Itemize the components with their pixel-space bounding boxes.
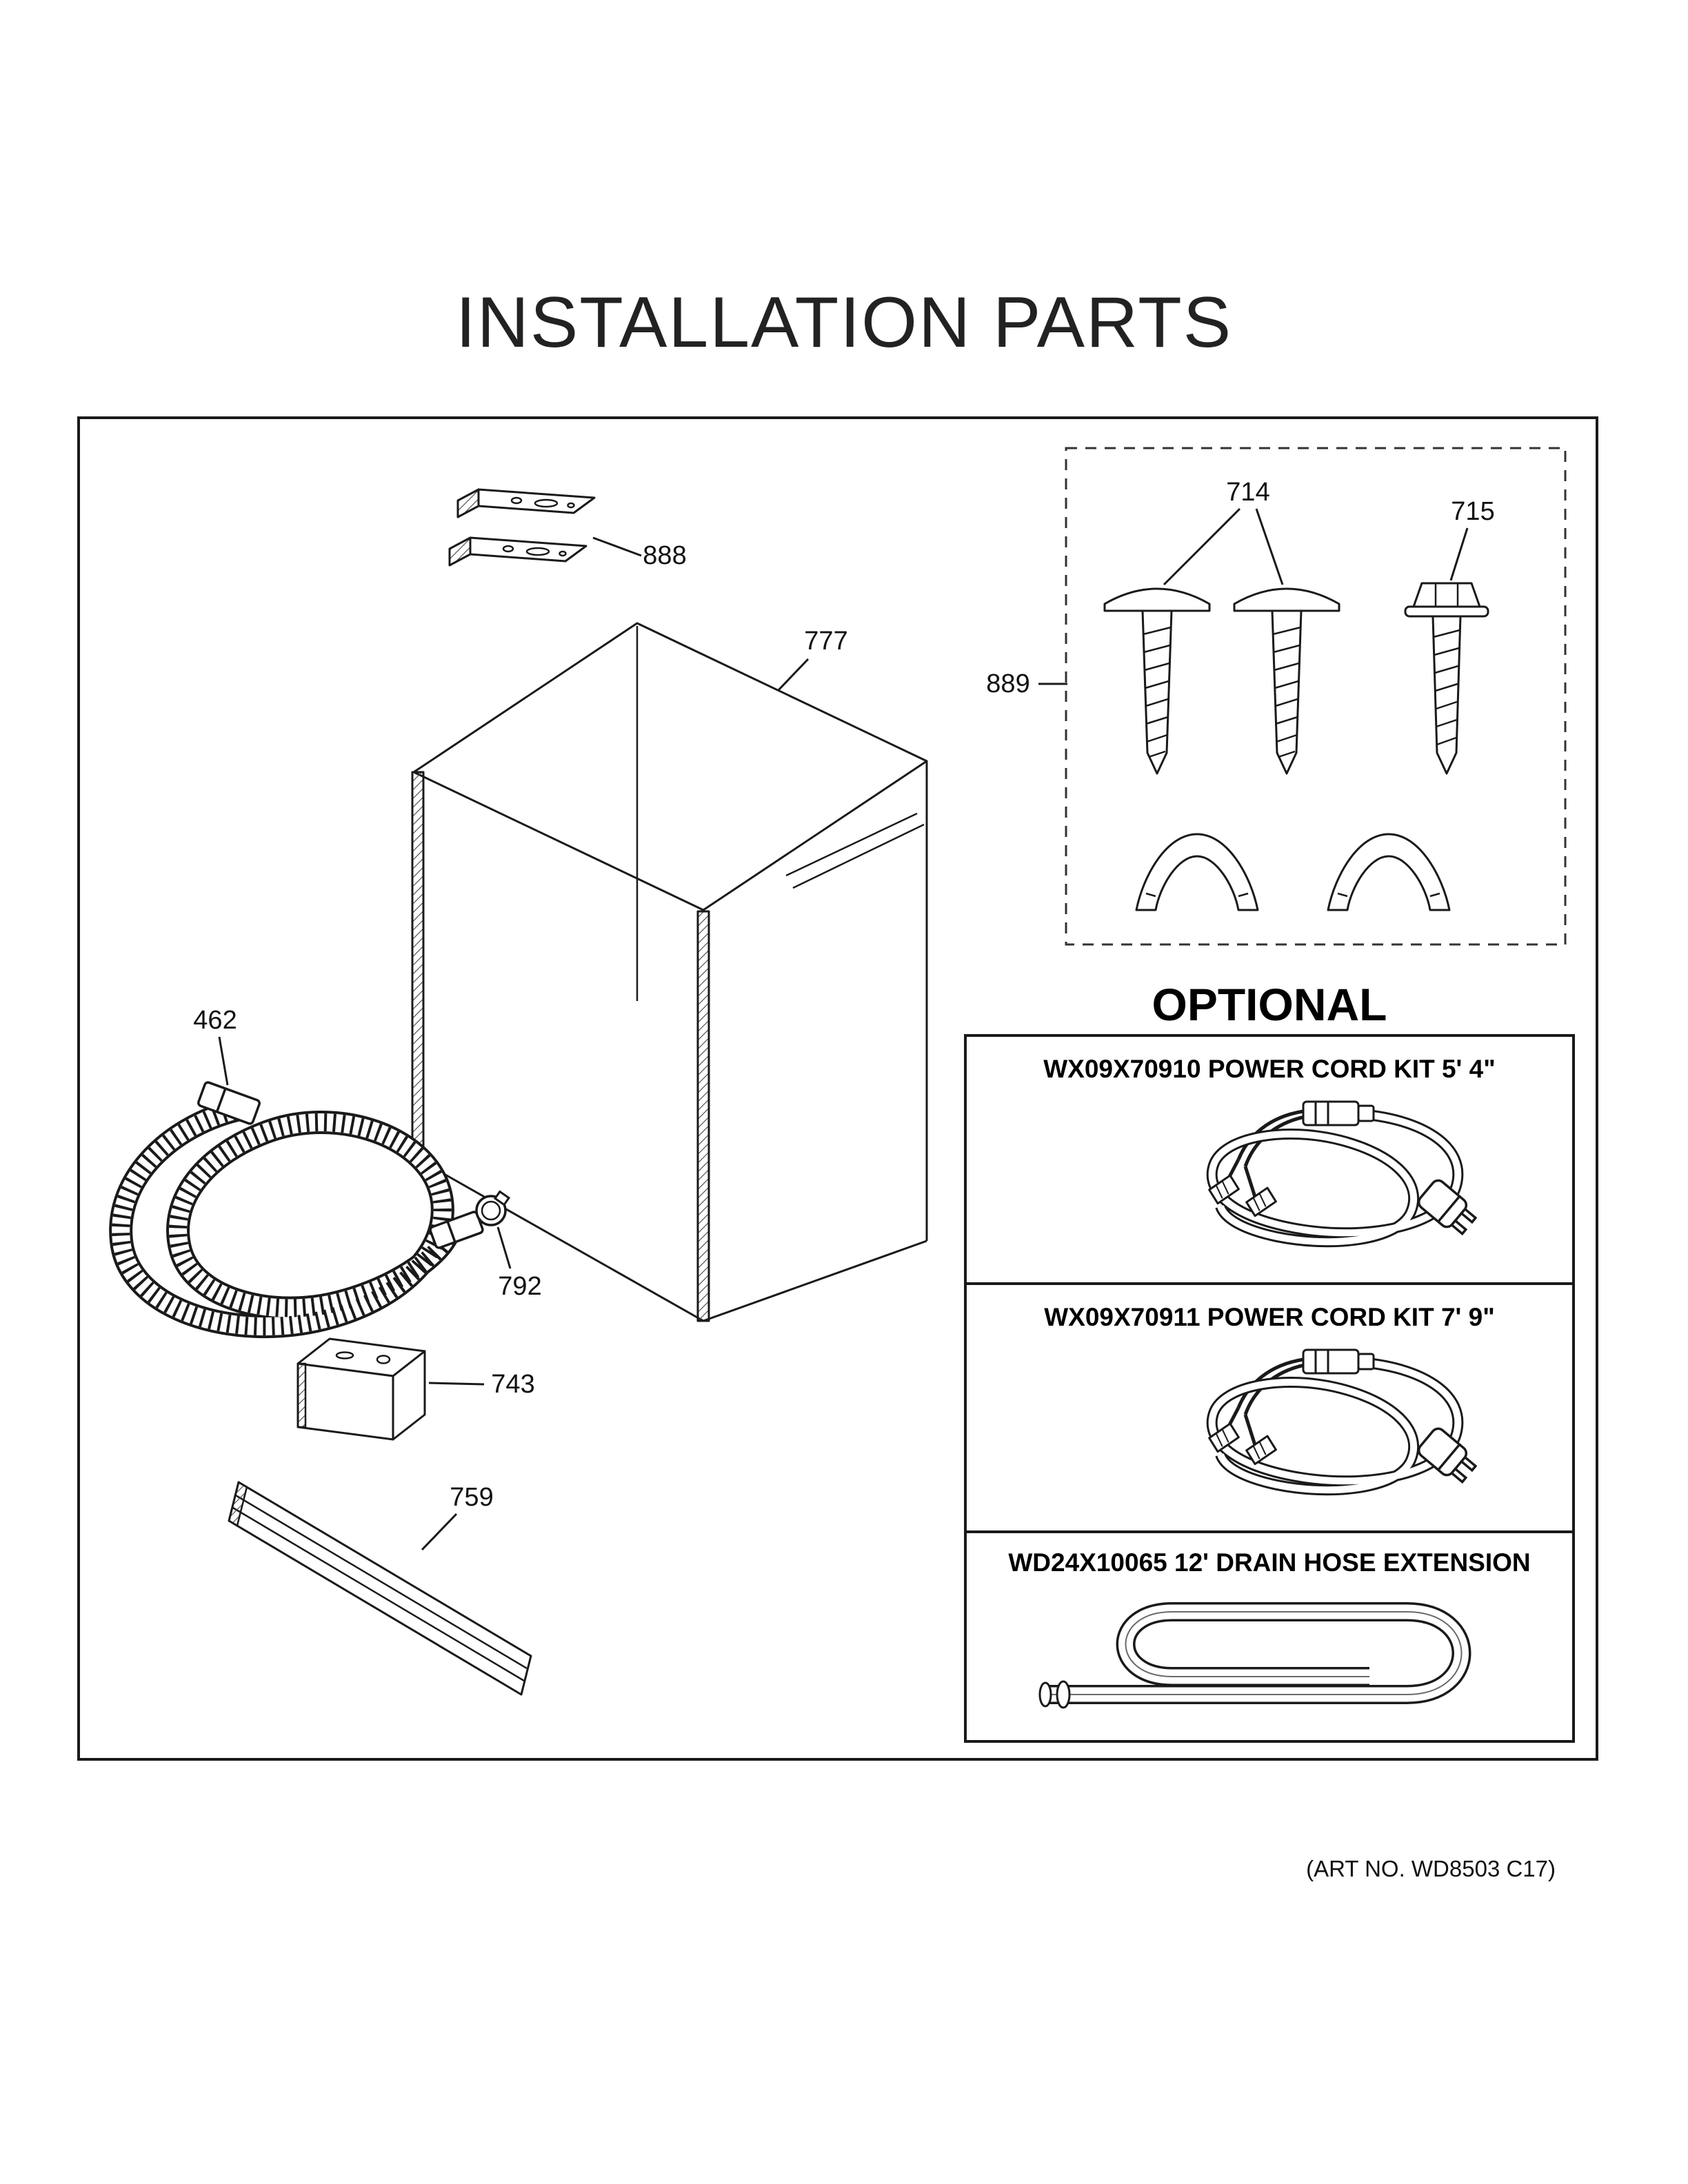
hose-clamp-792-drawing xyxy=(475,1190,511,1226)
mounting-brackets-888-drawing xyxy=(448,488,596,567)
part-label-889: 889 xyxy=(986,669,1030,698)
leader-lines xyxy=(218,507,1469,1551)
optional-item-title-drain-hose-extension: WD24X10065 12' DRAIN HOSE EXTENSION xyxy=(1008,1548,1531,1577)
part-label-759: 759 xyxy=(450,1483,494,1512)
drain-hose-extension-drawing xyxy=(1038,1602,1471,1709)
optional-box-power-cord-1 xyxy=(964,1034,1575,1285)
mounting-bracket-743-drawing xyxy=(297,1337,426,1441)
optional-section-boxes xyxy=(964,1034,1575,1743)
part-label-777: 777 xyxy=(804,627,848,656)
hex-screw-715-drawing xyxy=(1404,582,1489,775)
optional-box-power-cord-2 xyxy=(964,1282,1575,1533)
hardware-kit-889-box xyxy=(1065,447,1567,946)
retainer-clips-drawing xyxy=(1135,833,1451,911)
part-label-462: 462 xyxy=(193,1006,237,1035)
part-label-743: 743 xyxy=(491,1370,535,1399)
optional-heading: OPTIONAL xyxy=(1152,979,1387,1030)
main-diagram-border xyxy=(77,416,1598,1761)
part-label-715: 715 xyxy=(1451,497,1495,526)
drain-hose-462-drawing xyxy=(109,1081,484,1339)
art-number: (ART NO. WD8503 C17) xyxy=(1306,1856,1556,1881)
optional-item-title-power-cord-1: WX09X70910 POWER CORD KIT 5' 4" xyxy=(1043,1055,1496,1083)
part-label-714: 714 xyxy=(1226,478,1270,507)
insulation-wrap-777-drawing xyxy=(411,622,928,1322)
page-title: INSTALLATION PARTS xyxy=(455,283,1233,363)
part-label-792: 792 xyxy=(498,1272,542,1301)
part-label-888: 888 xyxy=(643,541,687,570)
truss-screws-714-drawing xyxy=(1103,587,1340,775)
trim-strip-759-drawing xyxy=(228,1481,532,1696)
optional-item-title-power-cord-2: WX09X70911 POWER CORD KIT 7' 9" xyxy=(1044,1303,1495,1331)
